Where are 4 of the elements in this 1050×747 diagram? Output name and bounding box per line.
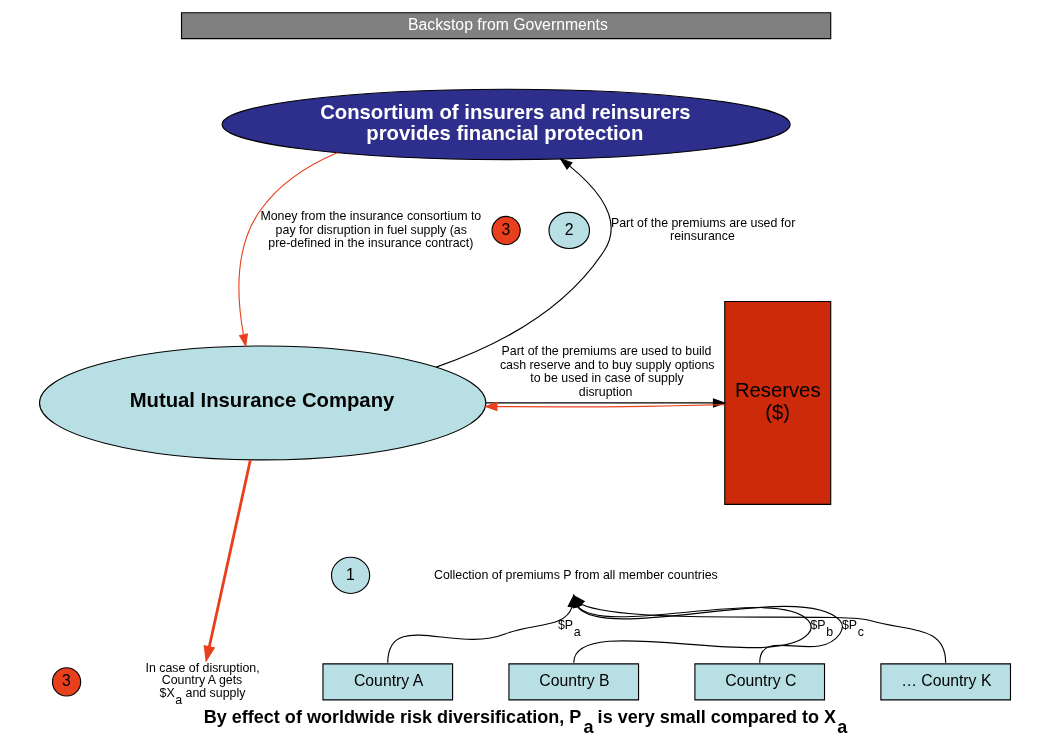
edge-label: Money from the insurance consortium to pay for disruption in fuel supply (as pre-defined in the insurance contract) (260, 209, 482, 251)
edge-label: Part of the premiums are used for reinsurance (610, 215, 796, 244)
node-text: Collection of premiums P from all member countries (433, 567, 718, 582)
edge-label: Part of the premiums are used to build cash reserve and to buy supply options to be used in case of supply disruption (499, 344, 715, 399)
